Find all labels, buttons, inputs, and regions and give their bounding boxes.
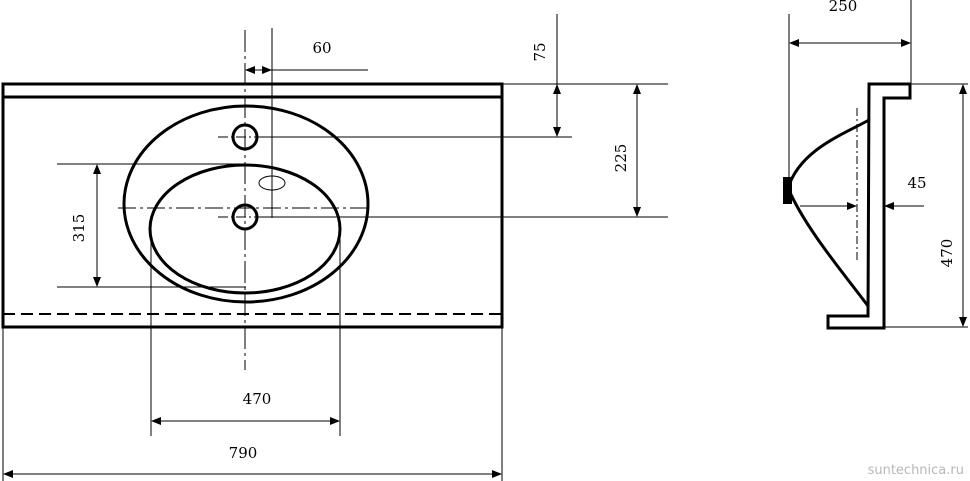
dim-60-label: 60: [312, 39, 331, 57]
dim-225-label: 225: [612, 144, 630, 173]
dim-790-label: 790: [229, 444, 258, 462]
side-profile: [826, 82, 912, 330]
dim-470h-label: 470: [938, 239, 956, 268]
top-view: 60 75 225 315 470 790: [1, 14, 668, 481]
dim-45-label: 45: [907, 174, 926, 192]
side-view: 250 45 470: [783, 0, 968, 330]
dim-470-label: 470: [243, 390, 272, 408]
basin-outer-rim: [122, 104, 370, 304]
dim-75-label: 75: [531, 42, 549, 61]
countertop-outline: [1, 82, 504, 329]
watermark: suntechnica.ru: [868, 463, 964, 478]
dim-315-label: 315: [70, 214, 88, 243]
side-drain: [783, 177, 792, 204]
dim-250-label: 250: [829, 0, 858, 15]
